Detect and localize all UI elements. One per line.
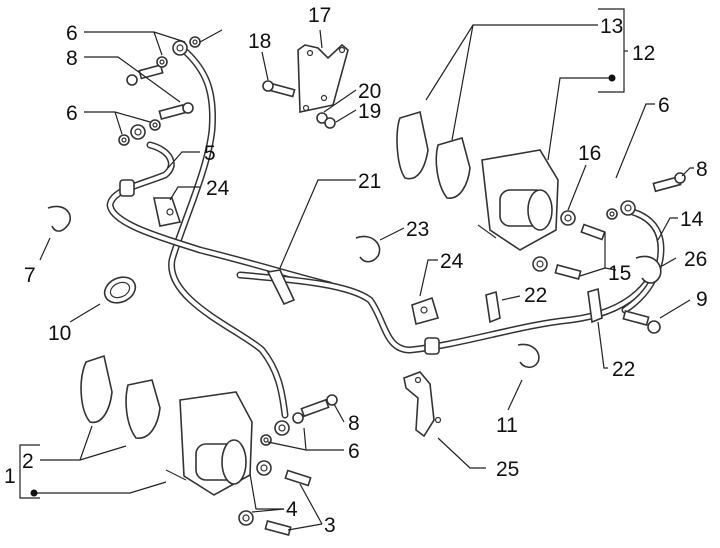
brake-hose-upper [168,48,289,419]
hose-clamp-7 [47,205,72,232]
callout-8-top: 8 [66,47,78,70]
callout-26: 26 [684,248,707,271]
brake-hose-14 [621,206,665,314]
brake-pads-left [80,354,161,439]
callout-8-right: 8 [696,158,708,181]
callout-8-lower: 8 [348,412,360,435]
brake-caliper-right [477,149,559,251]
retaining-plate-upper [153,197,182,227]
banjo-bolt-right [606,172,686,220]
callout-25: 25 [496,458,519,481]
hose-clamp-23 [355,235,381,263]
callout-22-lower: 22 [612,358,635,381]
callout-1: 1 [4,465,16,488]
hose-clamp-26 [635,255,662,284]
banjo-bolt-upper [126,64,194,120]
callout-13: 13 [600,15,623,38]
assembly-dot-1 [30,489,38,497]
callout-21: 21 [358,170,381,193]
callout-10: 10 [48,322,71,345]
bolt-9 [622,310,661,334]
hose-clamp-10 [103,276,137,304]
callout-20: 20 [358,80,381,103]
callout-23: 23 [406,218,429,241]
callout-9: 9 [696,288,708,311]
hose-clamp-11 [517,343,540,369]
hose-bracket-25 [403,371,442,438]
callout-labels: 6 8 6 5 24 7 10 17 18 20 19 13 12 16 6 8… [4,4,708,537]
hose-grommet [119,179,440,355]
callout-19: 19 [358,100,381,123]
washer-set-upper [118,36,201,146]
callout-15: 15 [608,262,631,285]
callout-6-mid: 6 [66,102,78,125]
banjo-bolt-left [260,394,338,446]
bracket-nut [316,112,336,129]
bracket-bolt [262,80,296,98]
callout-18: 18 [248,30,271,53]
retaining-plate-lower [411,296,440,325]
hose-clip-21 [266,269,296,306]
assembly-dot-12 [608,74,616,82]
callout-5: 5 [204,142,216,165]
callout-6-right: 6 [658,94,670,117]
callout-24-upper: 24 [206,177,230,200]
callout-14: 14 [680,208,704,231]
leader-lines [19,8,694,531]
callout-12: 12 [632,42,655,65]
callout-7: 7 [24,264,36,287]
callout-22-upper: 22 [524,284,547,307]
callout-16: 16 [578,142,601,165]
mounting-bracket [297,43,349,113]
hose-clips-22 [485,287,603,324]
callout-17: 17 [308,4,331,27]
callout-6-lower: 6 [348,440,360,463]
caliper-bolts-left [238,460,312,536]
brake-caliper-left [165,391,253,496]
callout-4: 4 [286,498,298,521]
callout-3: 3 [324,514,336,537]
callout-6-top: 6 [66,22,78,45]
caliper-bolts-right [532,210,606,280]
callout-24-lower: 24 [440,250,464,273]
brake-pads-right [396,110,471,199]
callout-2: 2 [22,450,34,473]
callout-11: 11 [496,414,518,437]
brake-hose-5 [106,141,334,289]
